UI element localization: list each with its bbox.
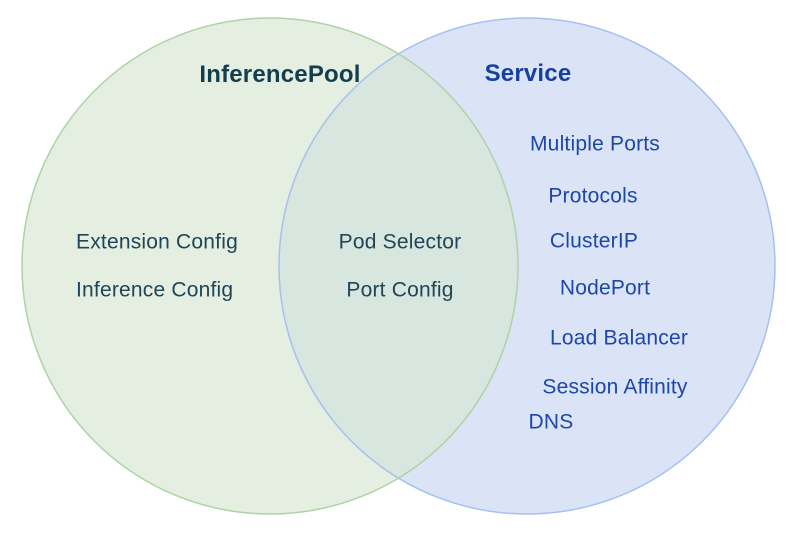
inferencepool-circle-outline	[21, 17, 519, 515]
right-item-multiple-ports: Multiple Ports	[529, 132, 661, 156]
overlap-item-pod-selector: Pod Selector	[338, 230, 462, 254]
right-item-session-affinity: Session Affinity	[542, 375, 688, 399]
left-item-inference-config: Inference Config	[76, 278, 234, 302]
right-item-clusterip: ClusterIP	[549, 229, 639, 253]
right-item-nodeport: NodePort	[559, 276, 651, 300]
overlap-item-port-config: Port Config	[346, 278, 454, 302]
right-item-dns: DNS	[528, 410, 574, 434]
right-item-load-balancer: Load Balancer	[549, 326, 689, 350]
service-title: Service	[484, 60, 572, 87]
service-circle-outline	[278, 17, 776, 515]
left-item-extension-config: Extension Config	[76, 230, 238, 254]
right-item-protocols: Protocols	[548, 184, 638, 208]
inferencepool-title: InferencePool	[199, 61, 361, 88]
inferencepool-circle	[22, 18, 518, 514]
